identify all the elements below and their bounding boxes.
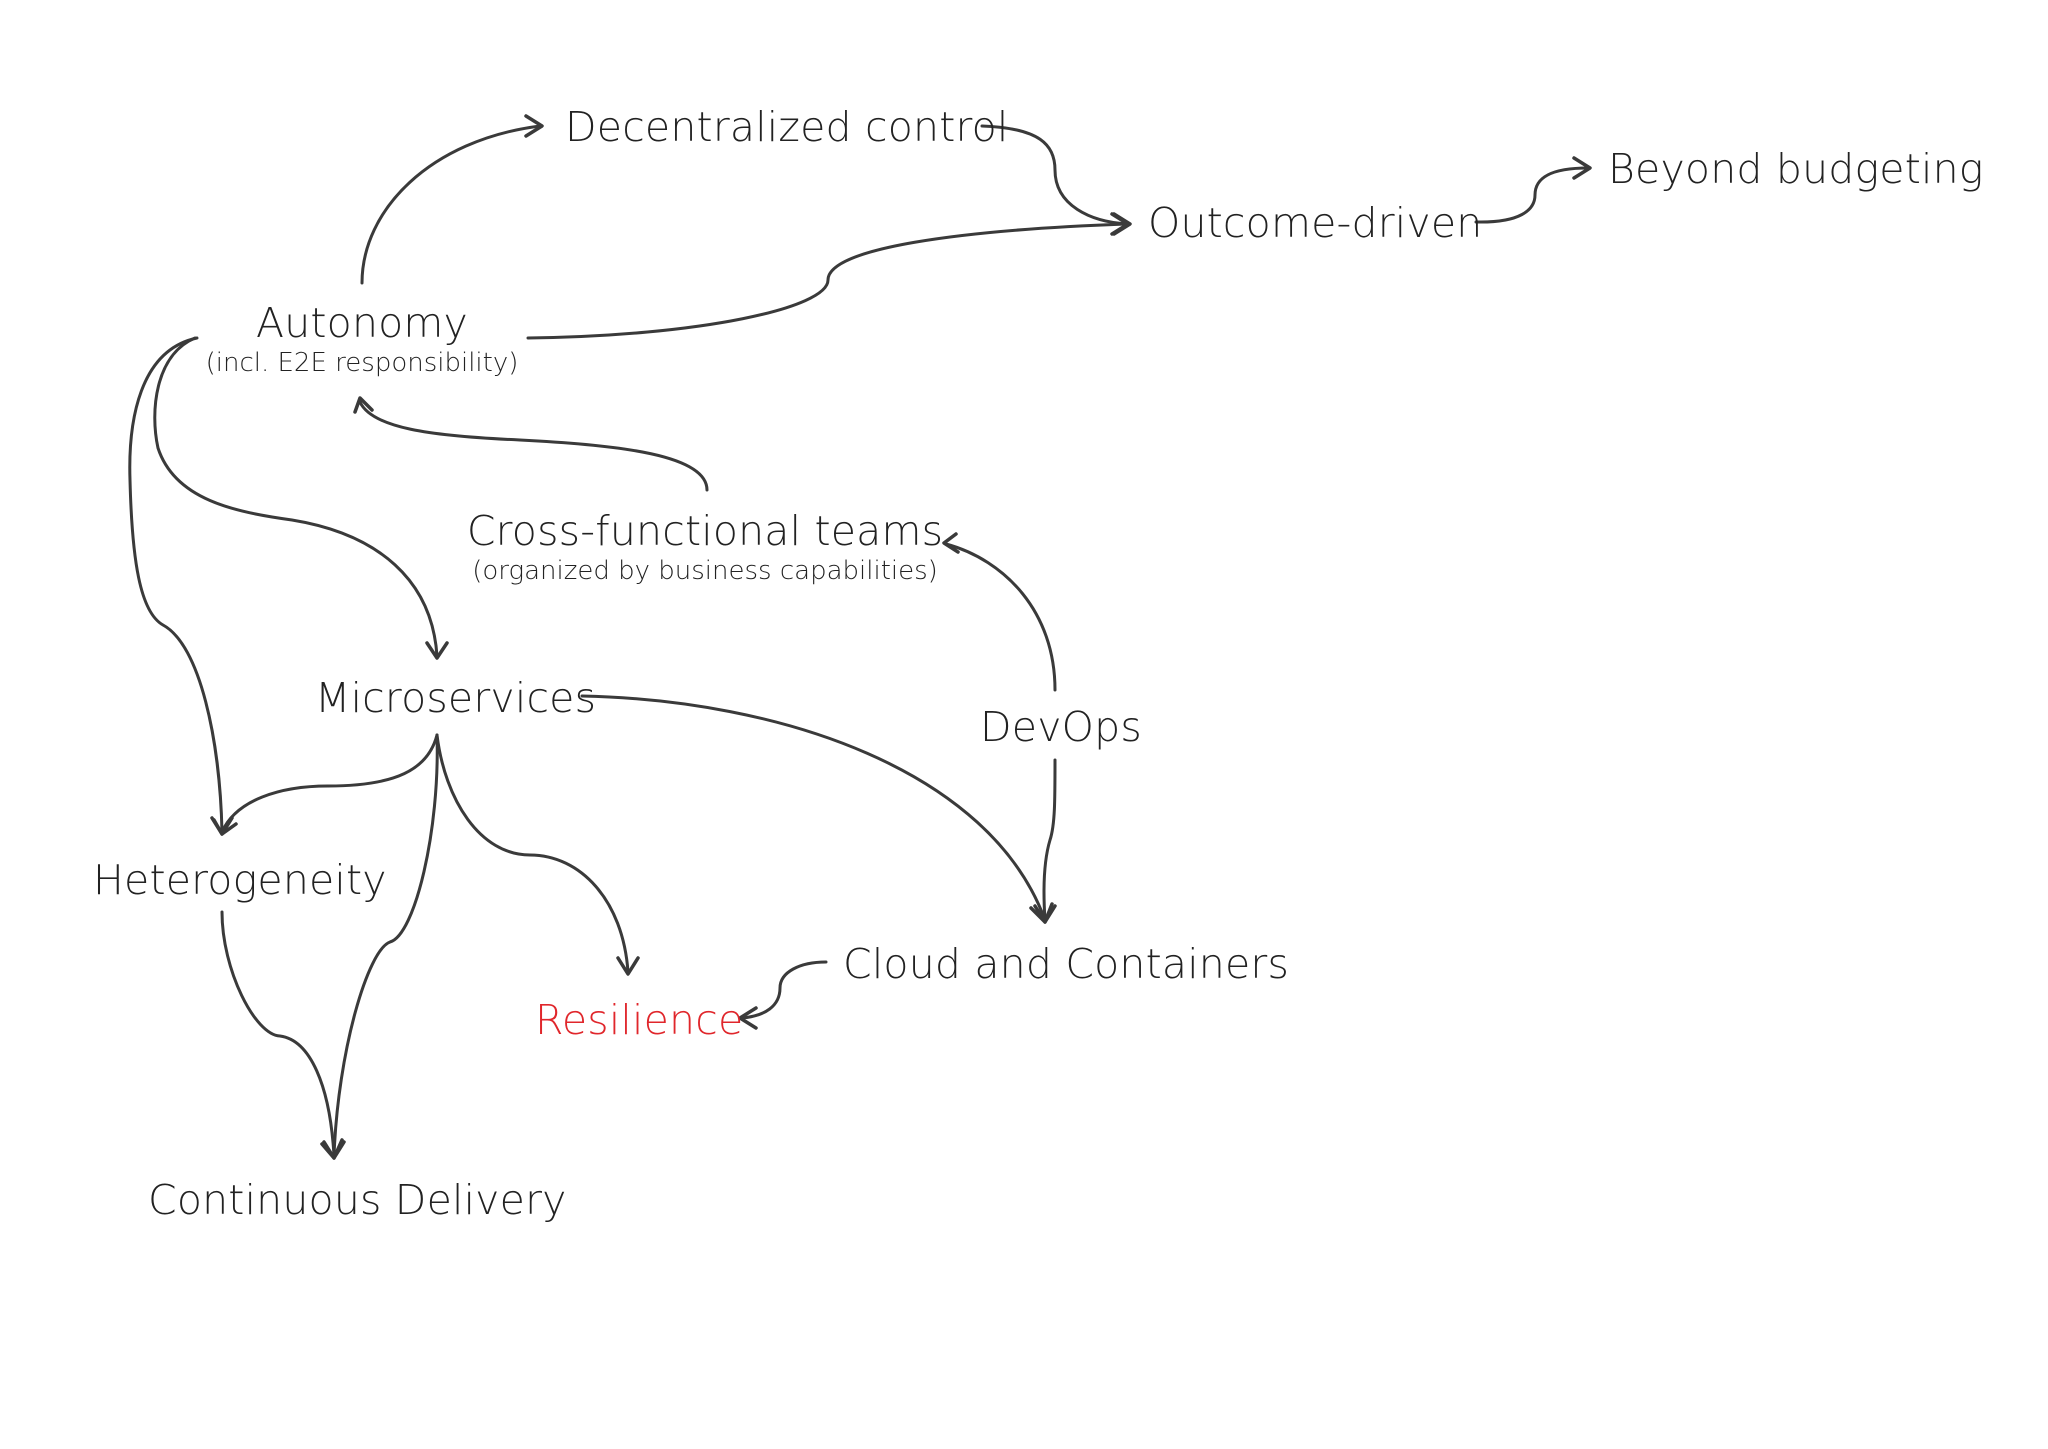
edge-microservices-to-continuous-delivery: [332, 733, 439, 1158]
node-label: DevOps: [980, 703, 1142, 751]
node-sublabel: (organized by business capabilities): [472, 556, 938, 586]
node-cross-functional-teams: Cross-functional teams (organized by bus…: [466, 507, 944, 586]
edge-devops-to-cloud-and-containers: [1042, 758, 1057, 922]
arrowhead-microservices: [425, 641, 449, 660]
node-outcome-driven: Outcome-driven: [1148, 203, 1482, 244]
node-microservices: Microservices: [315, 678, 596, 719]
edge-autonomy-to-heterogeneity: [128, 336, 224, 834]
edge-cloud-and-containers-to-resilience: [740, 960, 828, 1020]
edge-heterogeneity-to-continuous-delivery: [220, 910, 336, 1158]
edge-autonomy-to-microservices: [153, 336, 439, 658]
node-cloud-and-containers: Cloud and Containers: [843, 944, 1289, 985]
node-label: Decentralized control: [565, 103, 1009, 151]
node-devops: DevOps: [980, 707, 1142, 748]
node-label: Heterogeneity: [93, 856, 387, 904]
node-resilience: Resilience: [535, 1000, 743, 1041]
node-beyond-budgeting: Beyond budgeting: [1608, 149, 1984, 190]
node-decentralized-control: Decentralized control: [565, 107, 1009, 148]
edge-autonomy-to-decentralized-control: [360, 124, 542, 285]
node-heterogeneity: Heterogeneity: [93, 860, 387, 901]
node-label: Beyond budgeting: [1608, 145, 1984, 193]
node-label: Cloud and Containers: [843, 940, 1290, 988]
node-label: Outcome-driven: [1148, 199, 1483, 247]
arrowhead-outcome-driven-2: [1110, 212, 1130, 236]
node-label: Microservices: [315, 674, 597, 722]
edge-devops-to-cross-functional-teams: [944, 542, 1057, 692]
edge-cross-functional-teams-to-autonomy: [358, 400, 709, 492]
arrowhead-decentralized-control: [524, 114, 544, 138]
edge-outcome-driven-to-beyond-budgeting: [1474, 166, 1590, 224]
edge-autonomy-to-outcome-driven: [526, 222, 1128, 340]
arrowhead-beyond-budgeting: [1572, 156, 1592, 180]
arrowhead-cloud-and-containers-2: [1033, 904, 1057, 924]
node-continuous-delivery: Continuous Delivery: [148, 1180, 567, 1221]
arrowhead-cross-functional-teams: [942, 532, 960, 554]
node-sublabel: (incl. E2E responsibility): [205, 348, 519, 378]
edge-microservices-to-resilience: [435, 733, 630, 974]
node-label: Cross-functional teams: [466, 507, 944, 555]
arrowhead-continuous-delivery-2: [320, 1138, 344, 1160]
node-label: Resilience: [535, 996, 744, 1044]
edge-microservices-to-heterogeneity: [220, 733, 439, 834]
edge-decentralized-control-to-outcome-driven: [980, 124, 1130, 226]
node-autonomy: Autonomy (incl. E2E responsibility): [205, 299, 519, 378]
arrowhead-heterogeneity-2: [212, 818, 238, 836]
node-label: Continuous Delivery: [148, 1176, 567, 1224]
node-label: Autonomy: [255, 299, 469, 347]
arrowhead-resilience-2: [738, 1006, 758, 1030]
edge-microservices-to-cloud-and-containers: [580, 694, 1047, 922]
arrowhead-autonomy: [353, 396, 374, 414]
arrowhead-resilience-1: [616, 956, 640, 976]
